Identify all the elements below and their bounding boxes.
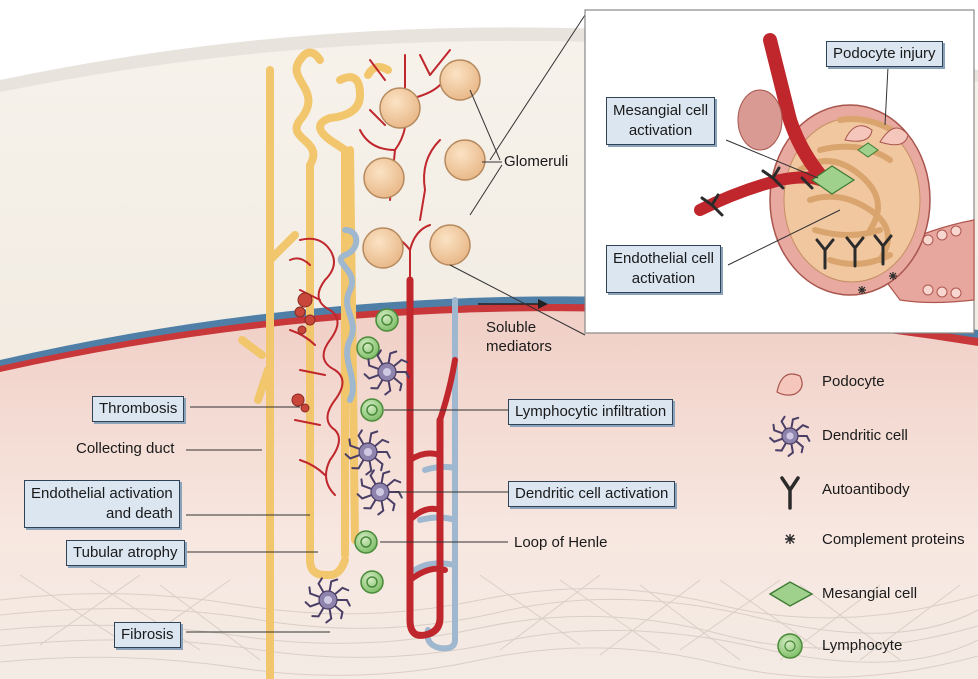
soluble-line: Soluble (486, 318, 552, 337)
legend-label-podocyte: Podocyte (822, 373, 885, 391)
complement-icon (785, 534, 795, 544)
endothelial-activation-line2: and death (31, 504, 173, 524)
mediators-line: mediators (486, 337, 552, 356)
endothelial-cell-activation-label: Endothelial cell activation (606, 245, 721, 293)
loop-of-henle-label: Loop of Henle (514, 534, 607, 552)
mesangial-cell-activation-label: Mesangial cell activation (606, 97, 715, 145)
lymphocytic-infiltration-label: Lymphocytic infiltration (508, 399, 673, 425)
lymphocyte-icon (778, 634, 802, 658)
legend-label-autoantibody: Autoantibody (822, 481, 910, 499)
endothelial-activation-label: Endothelial activation and death (24, 480, 180, 528)
podocyte-injury-label: Podocyte injury (826, 41, 943, 67)
tubular-atrophy-label: Tubular atrophy (66, 540, 185, 566)
endothelial-cell-line2: activation (613, 269, 714, 289)
soluble-mediators-label: Soluble mediators (486, 318, 552, 356)
legend-label-complement-proteins: Complement proteins (822, 531, 965, 549)
mesangial-line2: activation (613, 121, 708, 141)
endothelial-cell-line1: Endothelial cell (613, 249, 714, 269)
glomeruli-label: Glomeruli (504, 153, 568, 171)
collecting-duct-label: Collecting duct (76, 440, 174, 458)
thrombosis-label: Thrombosis (92, 396, 184, 422)
legend-label-dendritic-cell: Dendritic cell (822, 427, 908, 445)
legend-label-mesangial-cell: Mesangial cell (822, 585, 917, 603)
dendritic-cell-activation-label: Dendritic cell activation (508, 481, 675, 507)
endothelial-activation-line1: Endothelial activation (31, 484, 173, 504)
fibrosis-label: Fibrosis (114, 622, 181, 648)
legend-label-lymphocyte: Lymphocyte (822, 637, 902, 655)
mesangial-line1: Mesangial cell (613, 101, 708, 121)
